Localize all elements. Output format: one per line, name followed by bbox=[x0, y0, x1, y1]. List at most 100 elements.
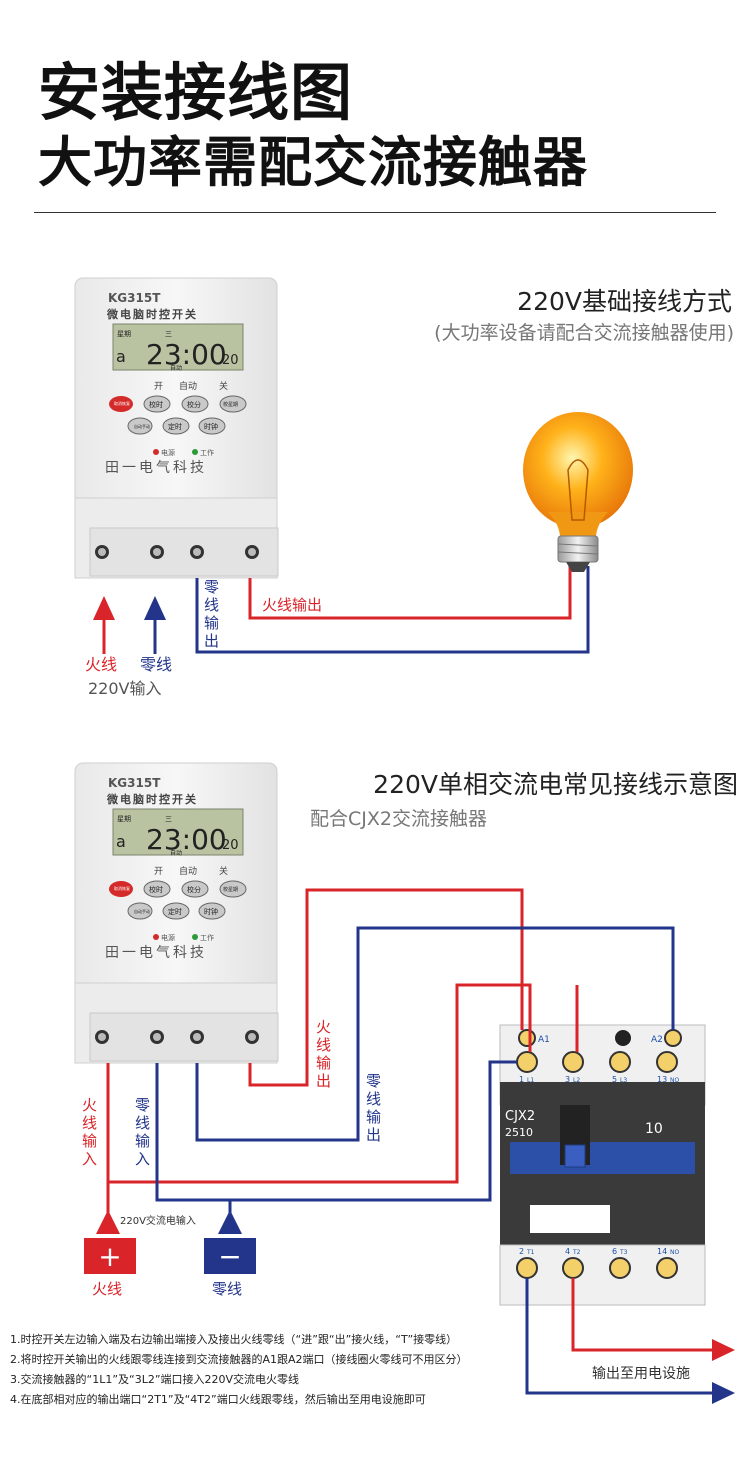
svg-text:T2: T2 bbox=[572, 1249, 581, 1256]
neutral-in-arrow bbox=[144, 596, 166, 620]
work-led bbox=[192, 449, 198, 455]
svg-text:13: 13 bbox=[657, 1075, 667, 1084]
lcd-screen bbox=[112, 323, 244, 371]
clock-button[interactable] bbox=[198, 417, 226, 435]
svg-text:取消恢复: 取消恢复 bbox=[114, 400, 130, 406]
output-arrow-live bbox=[712, 1339, 735, 1361]
device-buttons: 取消恢复 校时 校分 校星期 自动手动 定时 时钟 bbox=[109, 395, 247, 435]
svg-text:20: 20 bbox=[222, 838, 239, 853]
mode-label-off: 关 bbox=[219, 380, 228, 392]
set-hour-button-2[interactable] bbox=[143, 880, 171, 898]
svg-text:NO: NO bbox=[670, 1077, 679, 1084]
neutral-in-label-2: 零线 输入 bbox=[135, 1096, 150, 1168]
light-bulb bbox=[523, 412, 633, 572]
device-terminals bbox=[95, 545, 259, 559]
svg-text:L2: L2 bbox=[573, 1077, 580, 1084]
svg-text:线: 线 bbox=[316, 1036, 331, 1054]
svg-text:时钟: 时钟 bbox=[204, 422, 218, 431]
svg-text:输: 输 bbox=[135, 1132, 150, 1150]
live-in-label-2: 火线 输入 bbox=[82, 1096, 97, 1168]
svg-text:星期: 星期 bbox=[117, 815, 131, 823]
svg-text:输: 输 bbox=[366, 1108, 381, 1126]
svg-text:入: 入 bbox=[135, 1150, 150, 1168]
contactor-model: CJX2 bbox=[505, 1109, 535, 1124]
lcd-seconds: 20 bbox=[222, 353, 239, 368]
svg-text:零: 零 bbox=[135, 1096, 150, 1114]
svg-text:零: 零 bbox=[204, 578, 219, 596]
live-label-1: 火线 bbox=[85, 655, 117, 674]
svg-text:T1: T1 bbox=[526, 1249, 535, 1256]
svg-text:6: 6 bbox=[612, 1247, 617, 1256]
svg-text:输: 输 bbox=[204, 614, 219, 632]
output-label: 输出至用电设施 bbox=[592, 1366, 690, 1382]
set-minute-button[interactable] bbox=[181, 395, 209, 413]
svg-text:2: 2 bbox=[519, 1247, 524, 1256]
section1-heading: 220V基础接线方式 bbox=[517, 287, 732, 316]
terminal-a1: A1 bbox=[538, 1035, 550, 1045]
ac-input-label: 220V交流电输入 bbox=[120, 1214, 196, 1227]
svg-text:校星期: 校星期 bbox=[223, 886, 238, 893]
set-hour-button[interactable] bbox=[143, 395, 171, 413]
svg-text:火: 火 bbox=[316, 1018, 331, 1036]
neutral-out-label-1: 零 线 输 出 bbox=[204, 578, 219, 650]
section1-wires bbox=[102, 566, 590, 654]
live-out-label-2: 火线 输出 bbox=[316, 1018, 331, 1090]
svg-text:三: 三 bbox=[165, 815, 172, 823]
neutral-label-2: 零线 bbox=[212, 1280, 242, 1298]
auto-manual-button-2[interactable] bbox=[127, 902, 153, 920]
svg-text:NO: NO bbox=[670, 1249, 679, 1256]
svg-text:出: 出 bbox=[366, 1126, 381, 1144]
auto-manual-button[interactable] bbox=[127, 417, 153, 435]
svg-text:火: 火 bbox=[82, 1096, 97, 1114]
neutral-label-1: 零线 bbox=[140, 655, 172, 674]
input-label-1: 220V输入 bbox=[88, 679, 162, 698]
svg-text:14: 14 bbox=[657, 1247, 667, 1256]
svg-text:校分: 校分 bbox=[187, 885, 201, 894]
device-brand: 田一电气科技 bbox=[105, 460, 207, 476]
svg-text:开: 开 bbox=[154, 866, 163, 877]
svg-text:校时: 校时 bbox=[149, 885, 163, 894]
svg-text:校星期: 校星期 bbox=[223, 401, 238, 408]
svg-text:−: − bbox=[218, 1240, 241, 1273]
section2-heading: 220V单相交流电常见接线示意图 bbox=[373, 770, 738, 799]
neutral-out-label-2: 零线 输出 bbox=[366, 1072, 381, 1144]
svg-text:线: 线 bbox=[204, 596, 219, 614]
svg-text:入: 入 bbox=[82, 1150, 97, 1168]
neutral-input-arrow bbox=[218, 1210, 242, 1234]
device-terminals-2 bbox=[95, 1030, 259, 1044]
page-subtitle: 大功率需配交流接触器 bbox=[38, 131, 588, 194]
live-in-arrow bbox=[93, 596, 115, 620]
svg-text:时钟: 时钟 bbox=[204, 907, 218, 916]
mode-label-on: 开 bbox=[154, 381, 163, 392]
svg-text:输: 输 bbox=[316, 1054, 331, 1072]
timer-device-2: KG315T 微电脑时控开关 星期 三 a 23:00 20 自动 开 自动 关… bbox=[74, 762, 279, 1064]
set-week-button-2[interactable] bbox=[219, 880, 247, 898]
live-terminal-box bbox=[84, 1238, 136, 1274]
svg-text:出: 出 bbox=[316, 1072, 331, 1090]
section1-subheading: (大功率设备请配合交流接触器使用) bbox=[434, 322, 734, 344]
contactor-code: 2510 bbox=[505, 1126, 533, 1139]
note-2: 2.将时控开关输出的火线跟零线连接到交流接触器的A1跟A2端口（接线圈火零线可不… bbox=[10, 1353, 468, 1366]
timer-button[interactable] bbox=[162, 417, 190, 435]
svg-text:自动手动: 自动手动 bbox=[134, 423, 150, 429]
svg-text:自动: 自动 bbox=[179, 865, 197, 877]
cancel-restore-button[interactable] bbox=[109, 396, 133, 412]
set-week-button[interactable] bbox=[219, 395, 247, 413]
device-name: 微电脑时控开关 bbox=[106, 307, 198, 321]
svg-text:校分: 校分 bbox=[187, 400, 201, 409]
installation-notes: 1.时控开关左边输入端及右边输出端接入及接出火线零线（“进”跟“出”接火线，“T… bbox=[10, 1330, 530, 1410]
svg-text:+: + bbox=[98, 1240, 121, 1273]
svg-text:T3: T3 bbox=[619, 1249, 628, 1256]
svg-text:线: 线 bbox=[135, 1114, 150, 1132]
lcd-mode: 自动 bbox=[170, 364, 182, 372]
svg-text:L1: L1 bbox=[527, 1077, 534, 1084]
lcd-screen-2 bbox=[112, 808, 244, 856]
clock-button-2[interactable] bbox=[198, 902, 226, 920]
timer-button-2[interactable] bbox=[162, 902, 190, 920]
power-led bbox=[153, 449, 159, 455]
live-out-label-1: 火线输出 bbox=[262, 596, 322, 614]
set-minute-button-2[interactable] bbox=[181, 880, 209, 898]
svg-text:电源: 电源 bbox=[161, 448, 175, 457]
cancel-restore-button-2[interactable] bbox=[109, 881, 133, 897]
